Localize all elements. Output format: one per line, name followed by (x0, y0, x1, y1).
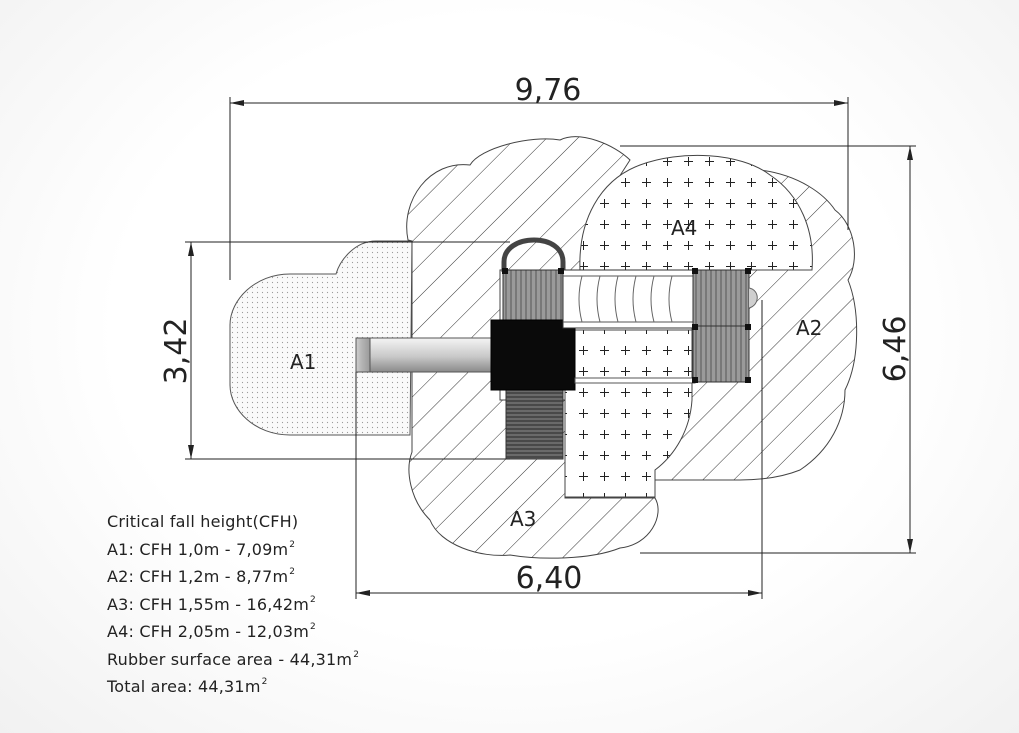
dimension-lines (185, 97, 916, 599)
bridge-frame (562, 269, 699, 329)
round-panel (748, 287, 758, 309)
zone-a1-area (229, 240, 413, 436)
legend-row-a4: A4: CFH 2,05m - 12,03m2 (107, 622, 316, 641)
dimension-arrows (188, 100, 913, 596)
legend-row-rubber-surface: Rubber surface area - 44,31m2 (107, 649, 360, 669)
dimension-overall-width: 9,76 (515, 73, 582, 108)
zone-label-a2: A2 (796, 316, 822, 340)
legend-row-a3: A3: CFH 1,55m - 16,42m2 (107, 594, 316, 614)
dimension-bottom-width: 6,40 (516, 561, 583, 596)
legend-row-total-area: Total area: 44,31m2 (107, 677, 268, 696)
dimension-overall-depth: 6,46 (878, 316, 913, 383)
slide-exit (355, 337, 371, 373)
zone-label-a3: A3 (510, 507, 536, 531)
zone-label-a4: A4 (671, 216, 697, 240)
zone-label-a1: A1 (290, 350, 316, 374)
dimension-left-depth: 3,42 (159, 318, 194, 385)
playground-equipment (355, 237, 758, 460)
tower-roof (490, 319, 576, 391)
cfh-legend: Critical fall height(CFH) A1: CFH 1,0m -… (107, 511, 359, 699)
zone-a4-area (564, 154, 813, 498)
bridge-planks (578, 275, 673, 323)
legend-title: Critical fall height(CFH) (107, 512, 299, 531)
slide-left (355, 337, 495, 373)
posts (502, 268, 751, 383)
legend-row-a2: A2: CFH 1,2m - 8,77m2 (107, 567, 296, 586)
lower-bar (574, 377, 696, 384)
tower-deck-upper (502, 269, 564, 323)
stairs (505, 384, 564, 460)
arch-roof (501, 237, 566, 272)
legend-row-a1: A1: CFH 1,0m - 7,09m2 (107, 539, 296, 559)
